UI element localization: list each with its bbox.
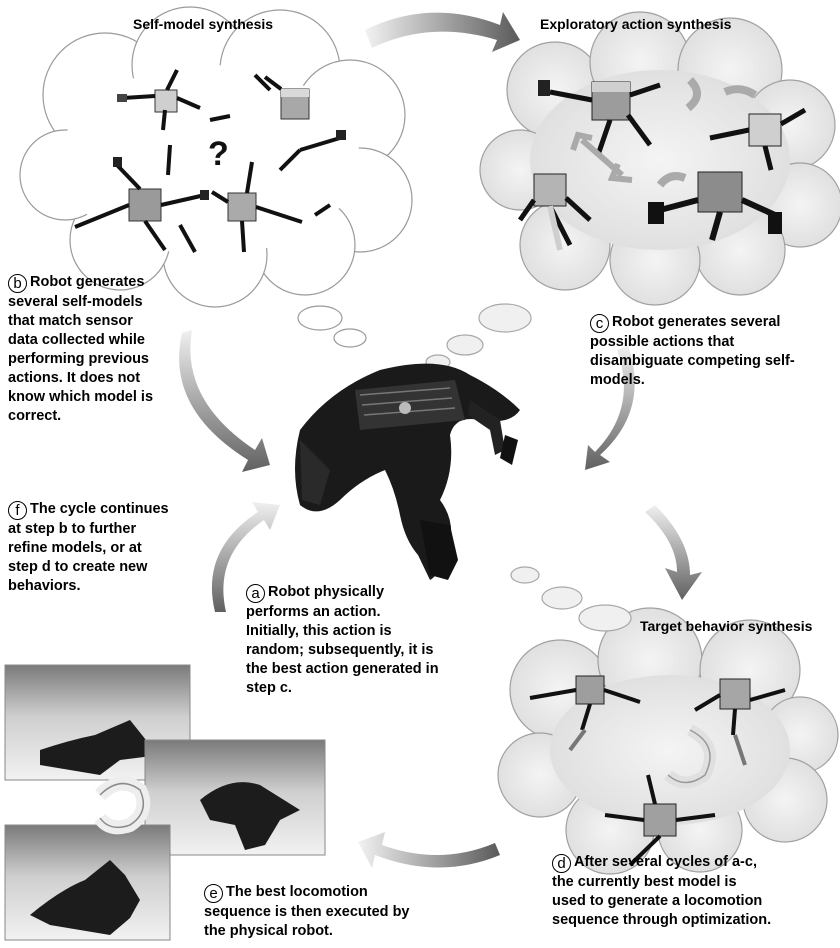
photo-frame-3	[4, 824, 171, 941]
arrow-right-down	[585, 345, 635, 470]
thought-bubbles-bottom	[510, 566, 632, 632]
step-c-line-2: possible actions that	[590, 334, 735, 350]
title-exploratory-action-synthesis: Exploratory action synthesis	[540, 16, 732, 32]
thought-bubbles-right	[425, 303, 532, 370]
step-a-line-2: performs an action.	[246, 604, 381, 620]
step-a-line-5: the best action generated in	[246, 661, 439, 677]
step-e-label: e	[204, 884, 223, 903]
arrow-bottom	[358, 832, 500, 868]
step-b-line-7: know which model is	[8, 389, 154, 405]
step-c-line-3: disambiguate competing self-	[590, 353, 795, 369]
photo-frame-2	[144, 739, 326, 856]
step-b-line-2: several self-models	[8, 294, 143, 310]
step-d-label: d	[552, 854, 571, 873]
step-b-line-6: actions. It does not	[8, 370, 141, 386]
thought-bubbles-left	[297, 305, 367, 348]
robot-photo-center	[295, 363, 520, 580]
step-f-line-3: refine models, or at	[8, 540, 142, 556]
step-d-line-4: sequence through optimization.	[552, 912, 772, 928]
step-f-label: f	[8, 501, 27, 520]
arrow-left-up	[211, 502, 280, 612]
arrow-left-down	[179, 330, 270, 472]
step-e-line-2: sequence is then executed by	[204, 904, 410, 920]
step-b-line-3: that match sensor	[8, 313, 133, 329]
step-f-line-4: step d to create new	[8, 559, 148, 575]
step-e-line-3: the physical robot.	[204, 923, 333, 939]
photo-sequence	[4, 664, 326, 941]
step-b-line-5: performing previous	[8, 351, 149, 367]
step-a-line-4: random; subsequently, it is	[246, 642, 434, 658]
step-a-line-6: step c.	[246, 680, 292, 696]
question-mark: ?	[208, 135, 229, 173]
step-c-line-4: models.	[590, 372, 645, 388]
self-model-robots	[74, 69, 346, 253]
step-a-label: a	[246, 584, 265, 603]
title-target-behavior-synthesis: Target behavior synthesis	[640, 618, 813, 634]
title-self-model-synthesis: Self-model synthesis	[133, 16, 274, 32]
step-f-line-2: at step b to further	[8, 521, 137, 537]
step-b-line-8: correct.	[8, 408, 62, 424]
target-cloud	[497, 607, 839, 875]
arrow-right-lower	[645, 505, 702, 600]
exploratory-cloud	[479, 11, 840, 306]
step-d-line-2: the currently best model is	[552, 874, 737, 890]
step-f-line-5: behaviors.	[8, 578, 81, 594]
arrow-top	[365, 12, 520, 52]
step-b-label: b	[8, 274, 27, 293]
step-b-line-4: data collected while	[8, 332, 145, 348]
target-robots	[529, 675, 786, 867]
step-a-line-3: Initially, this action is	[246, 623, 392, 639]
step-d-line-3: used to generate a locomotion	[552, 893, 763, 909]
exploratory-robots	[517, 77, 807, 251]
step-c-label: c	[590, 314, 609, 333]
